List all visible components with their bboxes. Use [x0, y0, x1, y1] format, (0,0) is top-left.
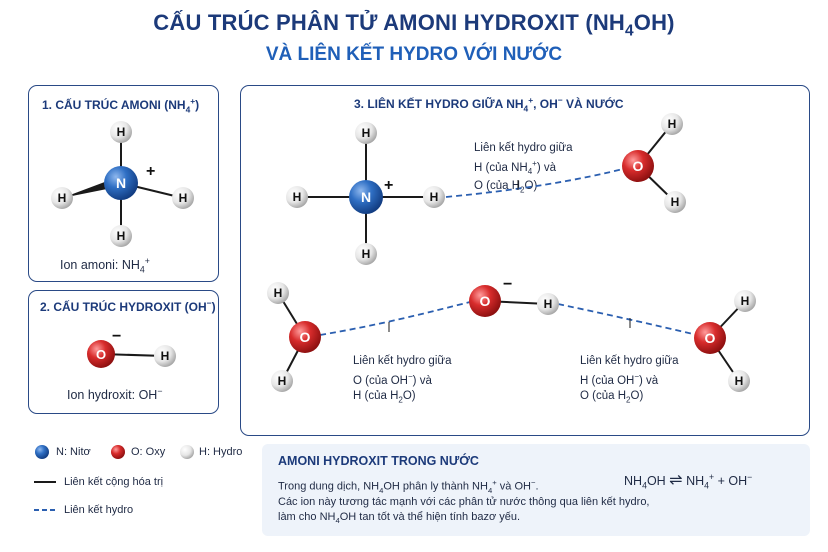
atom-label-h: H [668, 117, 677, 131]
legend-hydrogen-label: H: Hydro [199, 446, 243, 458]
atom-label-h: H [274, 286, 283, 300]
legend-oxygen-label: O: Oxy [131, 446, 166, 458]
info-paragraph-2: Các ion này tương tác mạnh với các phân … [278, 496, 650, 508]
equilibrium-arrow-icon: ⇌ [669, 470, 683, 489]
atom-label-h: H [430, 190, 439, 204]
main-subtitle: VÀ LIÊN KẾT HYDRO VỚI NƯỚC [265, 44, 563, 65]
water-molecule-top [622, 113, 686, 213]
atom-label-h: H [362, 126, 371, 140]
ammonium-hydrogen-atoms [51, 121, 194, 247]
atom-label-o: O [705, 330, 716, 346]
panel-hydroxide [28, 290, 219, 414]
hbond-line-ammonium-water [445, 167, 628, 198]
panel-hydrogen-bonds [240, 85, 810, 436]
charge-plus: + [384, 177, 393, 194]
ammonium-nitrogen-atom [104, 166, 138, 200]
atom-label-o: O [480, 293, 491, 309]
p3-ammonium-hydrogen-atoms [286, 122, 445, 265]
panel1-title: 1. CẤU TRÚC AMONI (NH4+) [42, 96, 200, 115]
p3-ammonium-nitrogen-atom [349, 180, 383, 214]
charge-minus: − [112, 328, 121, 345]
atom-label-h: H [278, 374, 287, 388]
atom-label-h: H [161, 349, 170, 363]
info-paragraph-1: Trong dung dịch, NH4OH phân ly thành NH4… [278, 478, 539, 495]
hydroxide-hydrogen-atom [154, 345, 176, 367]
hbond-line-hydroxide-h-water [557, 303, 698, 336]
atom-label-h: H [741, 294, 750, 308]
info-paragraph-3: làm cho NH4OH tan tốt và thể hiện tính b… [278, 511, 521, 526]
atom-label-h: H [671, 195, 680, 209]
legend-covalent-label: Liên kết cộng hóa trị [64, 476, 164, 488]
ammonium-wedge-bond [62, 180, 112, 198]
dissociation-equation: NH4OH ⇌ NH4+ + OH− [624, 470, 753, 491]
hydroxide-oxygen-atom [87, 340, 115, 368]
ammonium-caption: Ion amoni: NH4+ [60, 256, 150, 275]
atom-label-h: H [117, 229, 126, 243]
main-title: CẤU TRÚC PHÂN TỬ AMONI HYDROXIT (NH4OH) [153, 10, 675, 40]
hbond-line-hydroxide-o-water [319, 301, 471, 336]
water-molecule-right [694, 290, 756, 392]
info-heading: AMONI HYDROXIT TRONG NƯỚC [278, 454, 479, 468]
atom-label-n: N [361, 189, 371, 205]
atom-label-h: H [362, 247, 371, 261]
hydroxide-caption: Ion hydroxit: OH− [67, 386, 163, 403]
atom-label-h: H [179, 191, 188, 205]
atom-label-h: H [735, 374, 744, 388]
panel2-title: 2. CẤU TRÚC HYDROXIT (OH−) [40, 298, 216, 314]
legend-hbond-label: Liên kết hydro [64, 504, 134, 516]
atom-label-h: H [58, 191, 67, 205]
atom-label-o: O [300, 329, 311, 345]
legend-nitrogen-swatch [35, 445, 49, 459]
atom-label-o: O [633, 158, 644, 174]
charge-plus: + [146, 163, 155, 180]
atom-label-n: N [116, 175, 126, 191]
legend-nitrogen-label: N: Nitơ [56, 446, 91, 458]
legend-hydrogen-swatch [180, 445, 194, 459]
legend-oxygen-swatch [111, 445, 125, 459]
hydroxide-molecule-center [469, 285, 559, 317]
atom-label-h: H [293, 190, 302, 204]
charge-minus: − [503, 276, 512, 293]
water-molecule-left [267, 282, 321, 392]
atom-label-h: H [544, 297, 553, 311]
info-box: AMONI HYDROXIT TRONG NƯỚC Trong dung dịc… [262, 444, 810, 536]
panel3-title: 3. LIÊN KẾT HYDRO GIỮA NH4+, OH− VÀ NƯỚC [354, 95, 624, 114]
atom-label-h: H [117, 125, 126, 139]
atom-label-o: O [96, 347, 106, 362]
